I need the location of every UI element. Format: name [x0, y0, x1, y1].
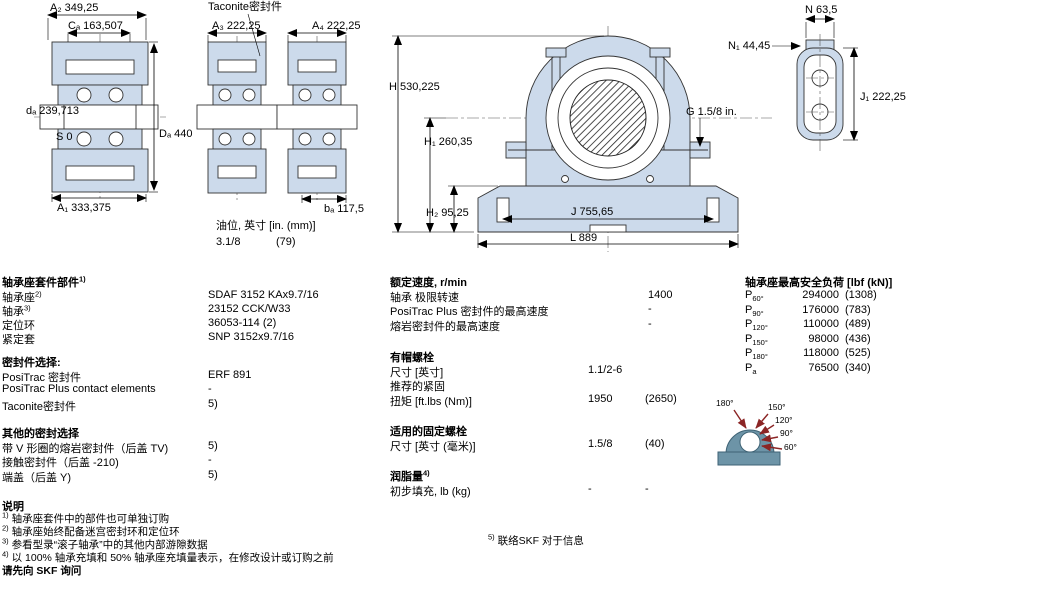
dim-da: dₐ 239,713: [26, 105, 79, 117]
load-row-p150: P150°98000(436): [745, 333, 871, 348]
dim-j1: J₁ 222,25: [860, 91, 906, 103]
cap-bolt-torque-row: 扭矩 [ft.lbs (Nm)]1950(2650): [390, 393, 677, 408]
cap-bolt-tightening-row: 推荐的紧固: [390, 381, 445, 393]
dim-a3: A₃ 222,25: [212, 20, 261, 32]
angle-label-180: 180°: [716, 398, 734, 408]
shaft-hatched-section: [569, 79, 647, 157]
other-seals-title: 其他的密封选择: [2, 428, 79, 440]
dim-n1: N₁ 44,45: [728, 40, 770, 52]
seal-row-positrac-plus: PosiTrac Plus contact elements-: [2, 383, 212, 395]
taconite-seal-label: Taconite密封件: [208, 0, 282, 13]
technical-drawings: A₂ 349,25 Cₐ 163,507 dₐ 239,713 S 0 Dₐ 4…: [26, 0, 906, 252]
angle-label-60: 60°: [784, 442, 797, 452]
load-row-p90: P90°176000(783): [745, 304, 871, 319]
dim-j: J 755,65: [571, 206, 613, 218]
roller-icon: [108, 131, 124, 147]
spec-row-housing: 轴承座2)SDAF 3152 KAx9.7/16: [2, 289, 319, 304]
roller-icon: [108, 87, 124, 103]
housing-front-view: H 530,225 H₁ 260,35 H₂ 95,25 J 755,65 L …: [389, 26, 772, 252]
footnote-4: 4) 以 100% 轴承充填和 50% 轴承座充填量表示，在修改设计或订购之前: [2, 549, 334, 564]
sectional-view-left: A₂ 349,25 Cₐ 163,507 dₐ 239,713 S 0 Dₐ 4…: [26, 2, 192, 214]
angle-label-120: 120°: [775, 415, 793, 425]
dim-l: L 889: [570, 232, 597, 244]
roller-icon: [76, 131, 92, 147]
load-row-p60: P60°294000(1308): [745, 289, 877, 304]
housing-side-view: N₁ 44,45 N 63,5 J₁ 222,25: [728, 4, 906, 152]
notes-title: 说明: [2, 501, 24, 513]
dim-Da: Dₐ 440: [159, 128, 192, 140]
speed-row-taconite: 熔岩密封件的最高速度-: [390, 318, 652, 333]
dim-a4: A₄ 222,25: [312, 20, 361, 32]
attachment-bolts-title: 适用的固定螺栓: [390, 426, 467, 438]
grease-title: 润脂量4): [390, 468, 430, 483]
grease-fill-row: 初步填充, lb (kg)--: [390, 483, 649, 498]
oil-level-mm: (79): [276, 236, 296, 248]
other-seal-row-endcover: 端盖（后盖 Y)5): [2, 469, 218, 484]
roller-icon: [76, 87, 92, 103]
dim-h: H 530,225: [389, 81, 440, 93]
other-seal-row-contact: 接触密封件（后盖 -210)-: [2, 454, 212, 469]
dim-n: N 63,5: [805, 4, 837, 16]
dim-a1: A₁ 333,375: [57, 202, 111, 214]
dim-g: G 1.5/8 in.: [686, 106, 737, 118]
load-angle-diagram: 180° 150° 120° 90° 60°: [716, 398, 797, 466]
angle-label-90: 90°: [780, 428, 793, 438]
sectional-view-middle: Taconite密封件 A₃ 222,25 A₄ 222,25 bₐ 117,5…: [196, 0, 364, 248]
dim-h2: H₂ 95,25: [426, 207, 469, 219]
other-seal-row-tv: 带 V 形圈的熔岩密封件（后盖 TV)5): [2, 440, 218, 455]
dim-ba: bₐ 117,5: [324, 203, 364, 215]
cap-bolts-title: 有帽螺栓: [390, 352, 434, 364]
dim-a2: A₂ 349,25: [50, 2, 98, 14]
load-row-p180: P180°118000(525): [745, 347, 871, 362]
oil-level-inches: 3.1/8: [216, 236, 240, 248]
footnote-5: 5) 联络SKF 对于信息: [488, 532, 584, 547]
dim-h1: H₁ 260,35: [424, 136, 472, 148]
seal-selection-title: 密封件选择:: [2, 357, 61, 369]
speed-row-positrac-plus: PosiTrac Plus 密封件的最高速度-: [390, 303, 652, 318]
loads-title: 轴承座最高安全负荷 [lbf (kN)]: [745, 277, 893, 289]
base-bolt-slot: [496, 197, 510, 223]
dim-s: S 0: [56, 131, 73, 143]
attachment-bolt-size-row: 尺寸 [英寸 (毫米)]1.5/8(40): [390, 438, 665, 453]
oil-level-label: 油位, 英寸 [in. (mm)]: [216, 218, 316, 232]
footnote-4-continued: 请先向 SKF 询问: [2, 565, 82, 577]
footnote-2: 2) 轴承座始终配备迷宫密封环和定位环: [2, 523, 180, 538]
load-row-p120: P120°110000(489): [745, 318, 871, 333]
dim-ca: Cₐ 163,507: [68, 20, 123, 32]
speed-title: 额定速度, r/min: [390, 277, 468, 289]
angle-label-150: 150°: [768, 402, 786, 412]
cap-bolt-size-row: 尺寸 [英寸]1.1/2-6: [390, 364, 623, 379]
spec-row-bearing: 轴承3)23152 CCK/W33: [2, 303, 291, 318]
parts-title: 轴承座套件部件1): [2, 274, 86, 289]
footnote-1: 1) 轴承座套件中的部件也可单独订购: [2, 510, 170, 525]
base-bolt-slot: [706, 197, 720, 223]
footnote-3: 3) 参看型录“滚子轴承”中的其他内部游隙数据: [2, 536, 208, 551]
